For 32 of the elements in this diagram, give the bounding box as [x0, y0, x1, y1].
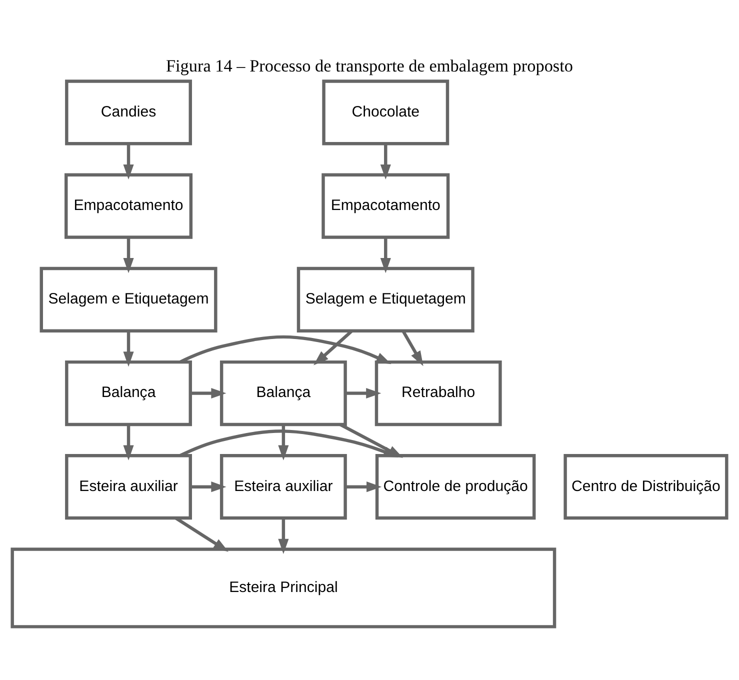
node-box: Esteira auxiliar [220, 454, 347, 520]
arrow [123, 424, 134, 460]
arrow [402, 330, 424, 366]
diagram-title: Figura 14 – Processo de transporte de embalagem proposto [166, 56, 574, 76]
node-box: Retrabalho [374, 360, 502, 426]
node-box: Balança [65, 360, 192, 426]
node-box: Controle de produção [375, 454, 536, 520]
arrow [190, 388, 226, 399]
arrow [345, 388, 382, 399]
arrow [380, 144, 391, 180]
arrow [278, 518, 289, 554]
arrow [278, 424, 289, 460]
node-box: Selagem e Etiquetagem [40, 266, 218, 332]
node-box: Empacotamento [64, 173, 193, 239]
arrow [123, 331, 134, 367]
arrow [179, 430, 399, 458]
node-box: Esteira Principal [10, 548, 556, 628]
arrow [123, 238, 134, 274]
node-box: Candies [65, 80, 192, 146]
node-box: Balança [220, 360, 347, 426]
arrow [345, 482, 382, 492]
node-box: Chocolate [322, 80, 450, 146]
node-box: Centro de Distribuição [564, 454, 728, 520]
arrow [314, 330, 353, 366]
node-box: Selagem e Etiquetagem [296, 266, 474, 332]
arrow [190, 482, 226, 492]
arrow [380, 238, 391, 274]
arrow [174, 516, 228, 552]
arrow [179, 335, 392, 364]
node-box: Empacotamento [322, 173, 450, 239]
arrow [123, 144, 134, 180]
node-box: Esteira auxiliar [65, 454, 192, 520]
